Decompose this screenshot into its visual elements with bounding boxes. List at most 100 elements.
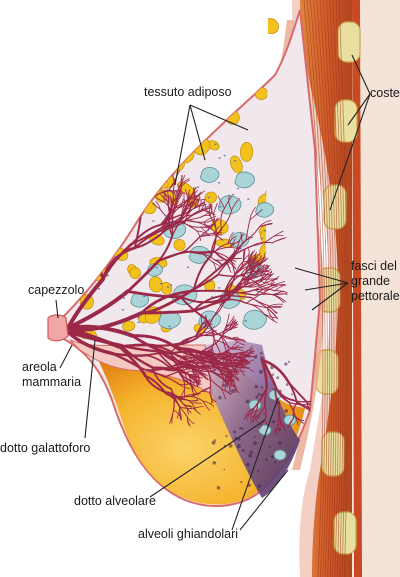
fat-lobule <box>141 109 162 122</box>
duct-branch <box>132 193 142 197</box>
duct-branch <box>171 409 175 424</box>
duct-branch <box>186 202 196 210</box>
duct-branch <box>263 313 278 324</box>
duct-branch <box>202 400 210 411</box>
duct-branch <box>172 197 175 207</box>
stroma-speckle <box>236 251 239 253</box>
duct-branch <box>145 352 171 357</box>
duct-branch <box>141 368 166 378</box>
duct-branch <box>163 214 187 231</box>
duct-branch <box>233 243 243 259</box>
duct-branch <box>211 218 220 227</box>
duct-branch <box>287 381 298 404</box>
section-speckle <box>268 445 271 448</box>
duct-branch <box>74 177 78 187</box>
duct-branch <box>200 386 212 392</box>
duct-branch <box>144 374 166 393</box>
duct-branch <box>204 317 215 341</box>
stroma-speckle <box>107 216 110 218</box>
section-speckle <box>276 376 280 380</box>
duct-branch <box>216 366 231 372</box>
duct-branch <box>131 334 174 347</box>
section-speckle <box>257 484 261 488</box>
duct-branch <box>266 306 283 309</box>
duct-branch <box>184 193 190 204</box>
stroma-speckle <box>121 309 124 311</box>
duct-branch <box>73 185 79 199</box>
duct-branch <box>231 259 236 276</box>
duct-branch <box>120 185 124 200</box>
label-areola-line1: areola <box>22 360 57 374</box>
duct-branch <box>233 355 241 363</box>
duct-branch <box>213 246 231 253</box>
duct-branch <box>230 341 238 350</box>
stroma-speckle <box>234 160 237 162</box>
stroma-speckle <box>139 314 142 316</box>
duct-branch <box>202 400 215 407</box>
duct-branch <box>288 417 295 428</box>
duct-branch <box>192 254 213 291</box>
duct-branch <box>160 207 175 229</box>
duct-branch <box>256 264 265 275</box>
duct-branch <box>190 374 200 386</box>
muscle-fibre <box>326 0 340 577</box>
duct-branch <box>218 353 233 357</box>
duct-branch <box>269 234 284 239</box>
section-speckle <box>228 443 233 448</box>
duct-branch <box>213 339 231 349</box>
duct-branch <box>196 230 201 242</box>
duct-branch <box>132 193 142 197</box>
stroma-speckle <box>114 229 117 231</box>
duct-branch <box>204 204 211 217</box>
duct-branch <box>155 200 161 210</box>
fat-lobule <box>90 116 104 133</box>
duct-branch <box>66 200 78 204</box>
duct-branch <box>179 364 190 372</box>
duct-branch <box>238 276 253 284</box>
duct-branch <box>294 415 305 422</box>
section-speckle <box>255 395 259 399</box>
duct-branch <box>133 228 165 249</box>
fat-lobule <box>68 185 81 199</box>
fat-lobule <box>187 51 199 63</box>
fat-lobule <box>207 62 223 77</box>
duct-branch <box>224 195 233 209</box>
section-speckle <box>248 469 251 472</box>
duct-branch <box>66 277 105 330</box>
fat-lobule <box>170 41 186 58</box>
duct-branch <box>186 197 191 207</box>
label-coste: coste <box>370 86 400 100</box>
duct-branch <box>69 177 73 187</box>
duct-branch <box>159 208 170 219</box>
duct-branch <box>267 308 275 322</box>
duct-branch <box>158 234 174 262</box>
duct-branch <box>259 222 273 228</box>
duct-branch <box>198 200 202 213</box>
section-speckle <box>245 399 250 404</box>
stroma-speckle <box>155 266 158 269</box>
duct-branch <box>231 198 240 211</box>
duct-branch <box>207 358 218 362</box>
duct-branch <box>171 217 182 237</box>
duct-branch <box>267 308 279 320</box>
label-areola-line2: mammaria <box>22 375 82 389</box>
duct-branch <box>209 393 213 405</box>
fat-lobule <box>146 21 165 39</box>
fat-lobule <box>157 40 178 55</box>
duct-branch <box>200 369 217 372</box>
section-speckle <box>212 461 217 465</box>
section-speckle <box>290 393 293 396</box>
duct-branch <box>221 388 227 400</box>
muscle-fibre <box>306 0 326 577</box>
alveolus <box>242 310 267 330</box>
stroma-speckle <box>170 284 173 286</box>
duct-branch <box>204 319 211 327</box>
stroma-speckle <box>133 155 136 157</box>
duct-branch <box>217 325 227 342</box>
duct-branch <box>126 290 182 299</box>
duct-branch <box>260 274 272 282</box>
duct-branch <box>179 295 220 304</box>
duct-branch <box>257 265 270 272</box>
duct-branch <box>245 219 251 241</box>
fat-lobule <box>82 29 98 41</box>
